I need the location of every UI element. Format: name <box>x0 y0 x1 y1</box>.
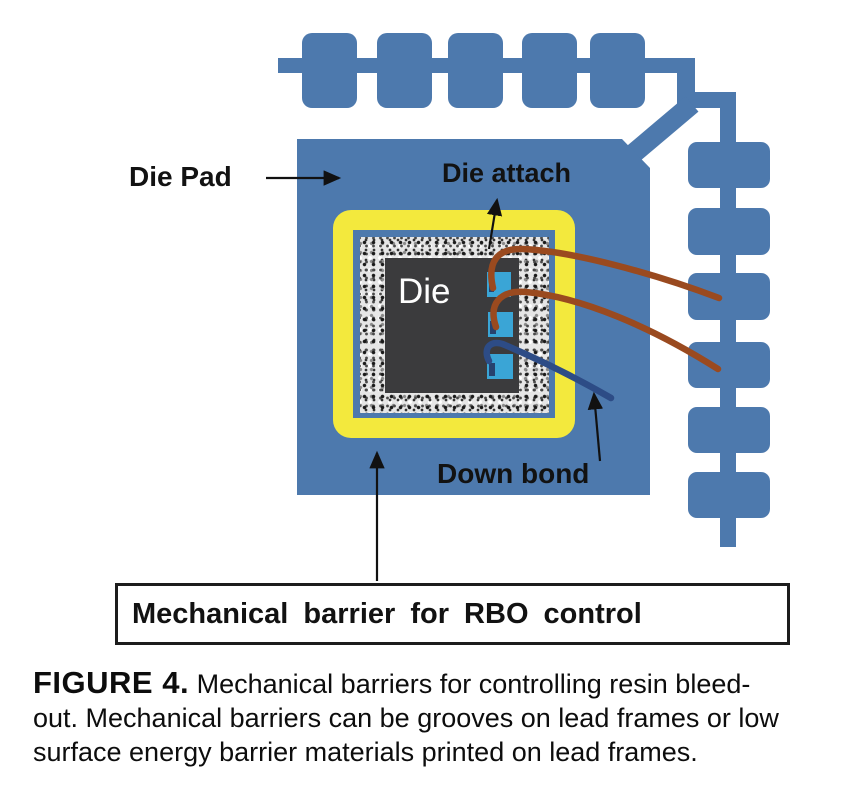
top-lead-pad <box>377 33 432 108</box>
corner-drop <box>677 58 695 110</box>
caption-figure-number: FIGURE 4. <box>33 665 190 700</box>
tie-bar <box>627 96 699 161</box>
die-label: Die <box>398 272 451 311</box>
die-pad-label: Die Pad <box>129 161 232 192</box>
bond-pad <box>487 272 511 297</box>
bond-pad <box>488 312 513 337</box>
mechanical-barrier-callout-box: Mechanical barrier for RBO control <box>115 583 790 645</box>
bond-pad <box>487 354 513 379</box>
top-lead-pad <box>590 33 645 108</box>
right-lead-pad <box>688 273 770 320</box>
die-attach-label: Die attach <box>442 158 572 188</box>
right-lead-pad <box>688 342 770 388</box>
lead-frame <box>278 33 770 547</box>
down-bond-label: Down bond <box>437 458 590 489</box>
caption-text-1: Mechanical barriers for controlling resi… <box>196 669 751 699</box>
right-lead-pad <box>688 407 770 453</box>
caption-line-1: FIGURE 4. Mechanical barriers for contro… <box>33 666 855 701</box>
figure-caption: FIGURE 4. Mechanical barriers for contro… <box>33 666 855 769</box>
right-lead-pad <box>688 142 770 188</box>
top-lead-pad <box>448 33 503 108</box>
top-lead-pad <box>522 33 577 108</box>
top-lead-pad <box>302 33 357 108</box>
right-lead-pad <box>688 472 770 518</box>
right-lead-pad <box>688 208 770 255</box>
caption-line-3: surface energy barrier materials printed… <box>33 737 698 767</box>
caption-line-2: out. Mechanical barriers can be grooves … <box>33 703 779 733</box>
